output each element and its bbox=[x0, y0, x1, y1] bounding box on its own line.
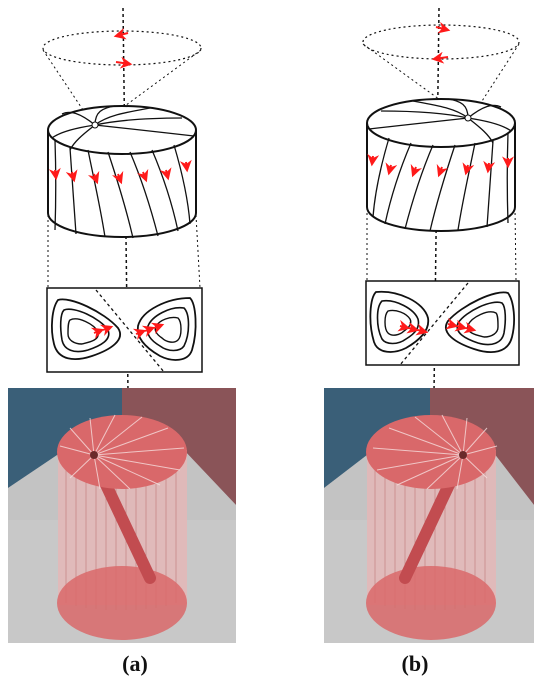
rotation-arrow-upper bbox=[436, 27, 448, 30]
cross-section bbox=[366, 281, 519, 365]
rotation-arrow-lower bbox=[116, 62, 130, 64]
render-view bbox=[324, 388, 534, 643]
panel-b-caption: (b) bbox=[375, 652, 455, 676]
render-view bbox=[8, 388, 236, 643]
cylinder-diagram bbox=[367, 99, 515, 231]
rotation-arrow-lower bbox=[434, 57, 448, 59]
cylinder-diagram bbox=[48, 106, 196, 238]
rotation-ellipse bbox=[43, 31, 201, 65]
rotation-ellipse bbox=[363, 25, 519, 59]
rotation-arrow-upper bbox=[116, 33, 128, 36]
cross-section bbox=[47, 288, 202, 372]
projection-line bbox=[196, 215, 200, 288]
panel-a bbox=[8, 8, 236, 643]
panel-b bbox=[324, 8, 534, 643]
panel-a-caption: (a) bbox=[95, 652, 175, 676]
projection-line bbox=[515, 208, 516, 281]
